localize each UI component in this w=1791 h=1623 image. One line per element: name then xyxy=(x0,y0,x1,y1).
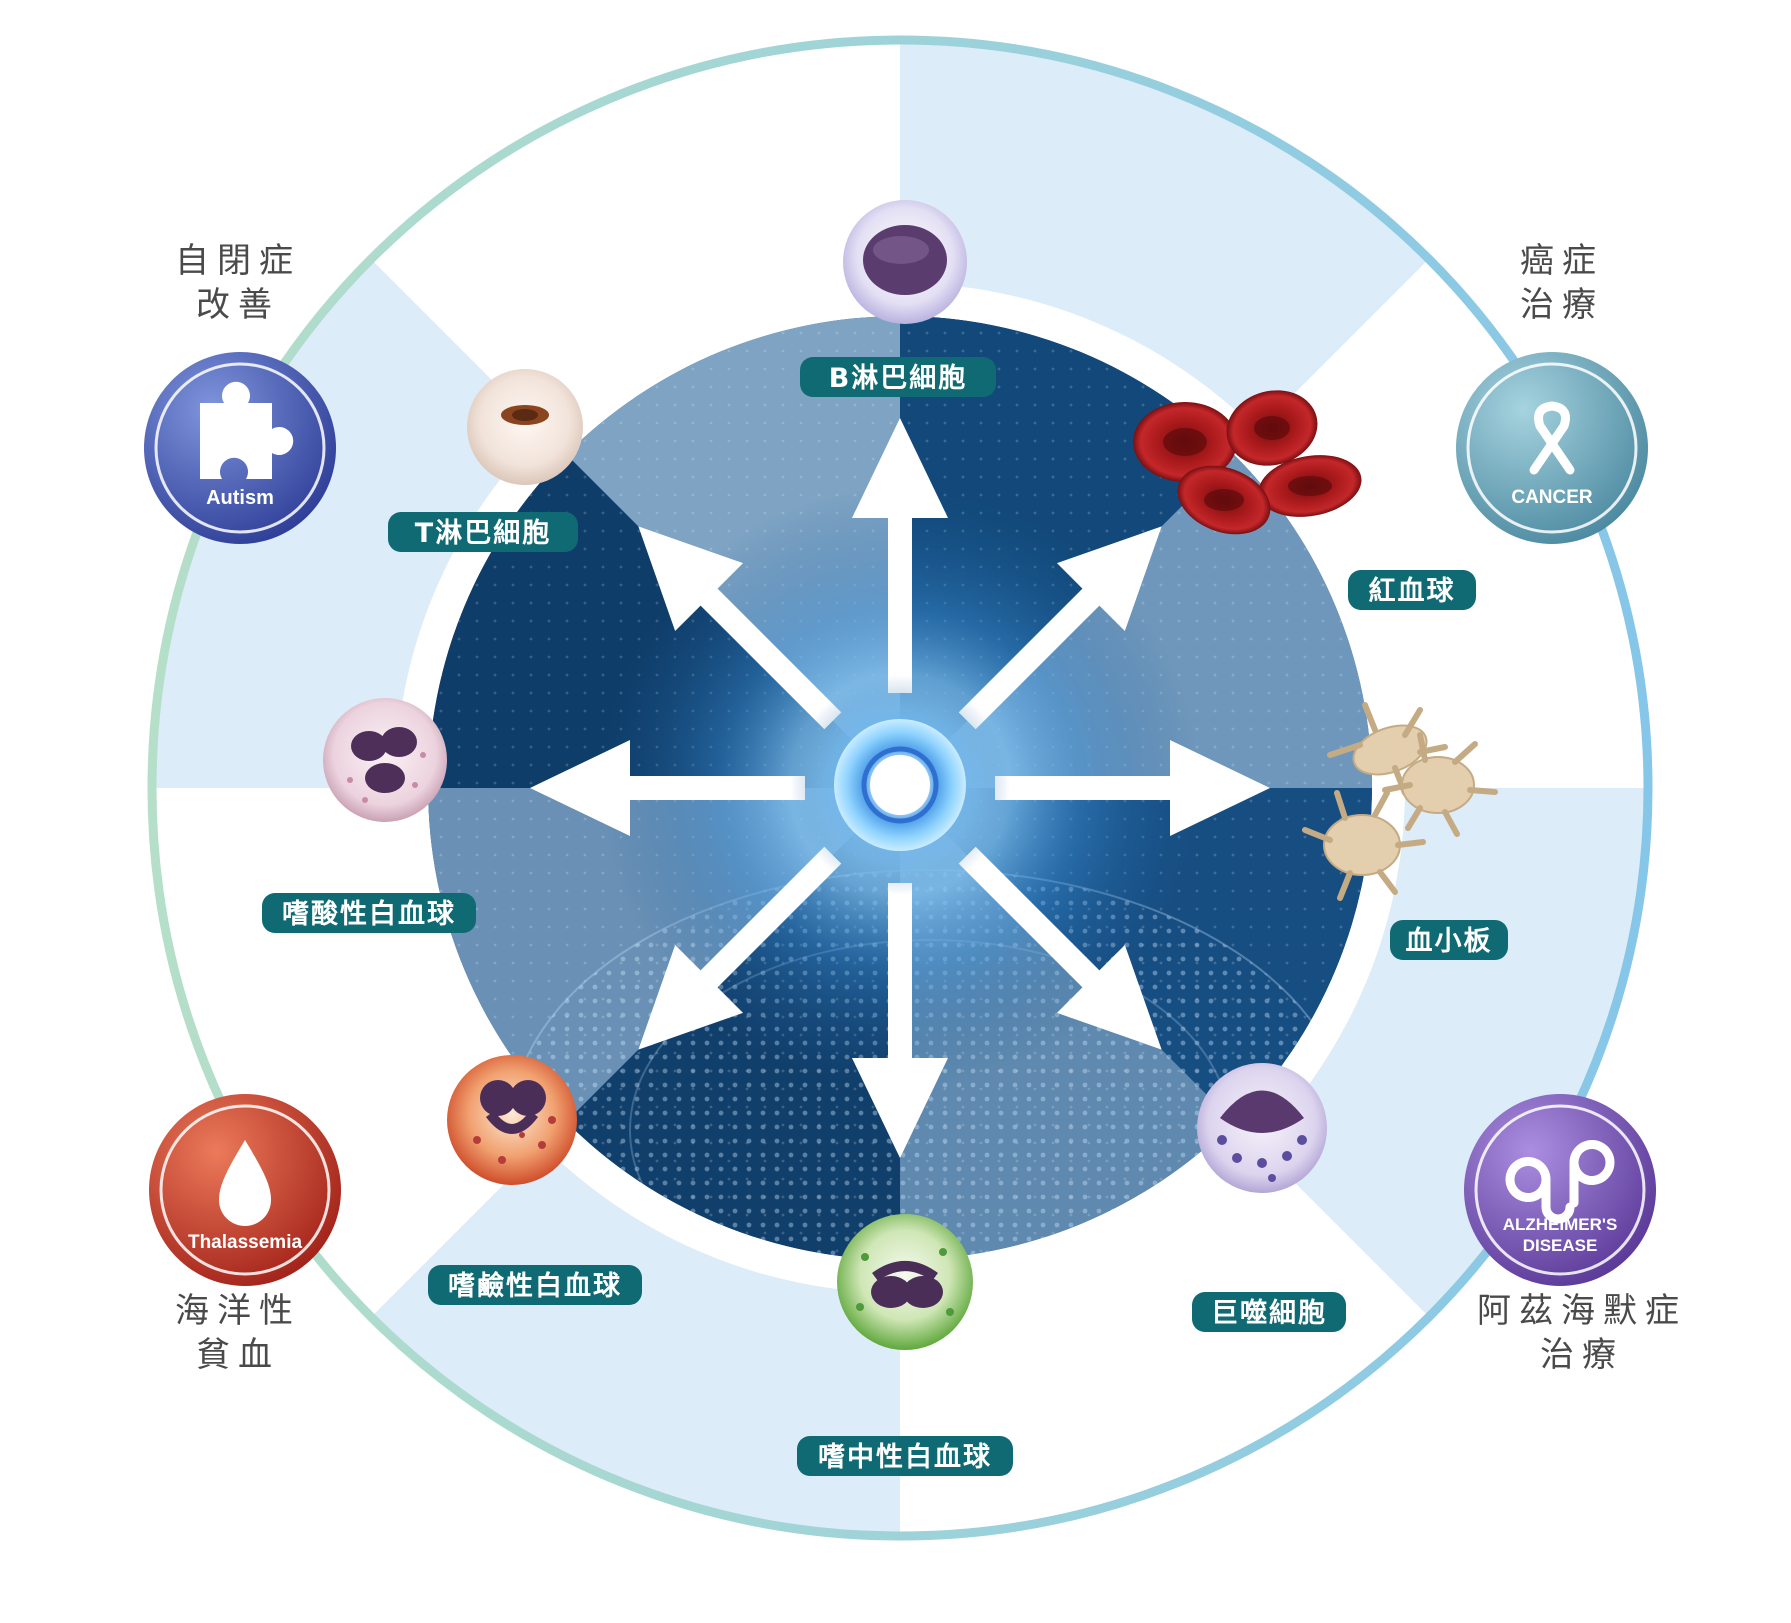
alzheimer-caption-line1: 阿茲海默症 xyxy=(1477,1291,1687,1331)
differentiation-arrows xyxy=(530,418,1270,1158)
alzheimer-badge-text-line2: DISEASE xyxy=(1523,1236,1598,1255)
brain-icon xyxy=(1505,1140,1615,1224)
cancer-badge-text: CANCER xyxy=(1511,487,1593,508)
thalassemia-caption-line2: 貧血 xyxy=(196,1335,280,1375)
neutrophil-icon xyxy=(837,1214,973,1350)
alzheimer-badge: ALZHEIMER'S DISEASE xyxy=(1464,1094,1656,1286)
arrow-left xyxy=(530,740,805,836)
cell-label-platelet: 血小板 xyxy=(1390,920,1508,960)
stem-cell-icon xyxy=(790,675,1010,895)
cell-label-basophil-text: 嗜鹼性白血球 xyxy=(448,1270,622,1302)
cancer-caption-line1: 癌症 xyxy=(1520,241,1604,281)
cell-label-t-lymphocyte: T淋巴細胞 xyxy=(388,512,578,552)
macrophage-icon xyxy=(1197,1063,1327,1193)
cell-label-t-lymphocyte-text: T淋巴細胞 xyxy=(415,518,551,549)
arrow-up-left xyxy=(638,526,842,730)
arrow-up-right xyxy=(958,526,1162,730)
thalassemia-badge-text: Thalassemia xyxy=(188,1232,302,1253)
cell-label-b-lymphocyte-text: B淋巴細胞 xyxy=(829,363,968,394)
autism-caption-line1: 自閉症 xyxy=(175,241,301,281)
cell-label-red-blood-cell-text: 紅血球 xyxy=(1369,576,1456,607)
alzheimer-caption-line2: 治療 xyxy=(1540,1335,1624,1375)
cell-label-eosinophil-text: 嗜酸性白血球 xyxy=(282,898,456,930)
outer-ring xyxy=(147,35,1653,1541)
arrow-down-right xyxy=(958,846,1162,1050)
cell-label-neutrophil: 嗜中性白血球 xyxy=(797,1436,1013,1476)
thalassemia-caption-line1: 海洋性 xyxy=(175,1291,301,1331)
autism-badge-text: Autism xyxy=(206,487,274,509)
cell-label-platelet-text: 血小板 xyxy=(1406,926,1493,957)
cell-label-eosinophil: 嗜酸性白血球 xyxy=(262,893,476,933)
arrow-up xyxy=(852,418,948,693)
cell-label-neutrophil-text: 嗜中性白血球 xyxy=(818,1441,992,1473)
red-blood-cell-icon xyxy=(1133,390,1362,535)
alzheimer-badge-text-line1: ALZHEIMER'S xyxy=(1503,1215,1618,1234)
puzzle-icon xyxy=(200,381,294,479)
autism-caption-line2: 改善 xyxy=(196,285,280,325)
arrow-down xyxy=(852,883,948,1158)
cell-label-macrophage-text: 巨噬細胞 xyxy=(1211,1298,1327,1329)
arrow-right xyxy=(995,740,1270,836)
platelet-icon xyxy=(1302,702,1498,901)
basophil-icon xyxy=(447,1055,577,1185)
blood-drop-icon xyxy=(219,1140,271,1226)
eosinophil-icon xyxy=(323,698,447,822)
thalassemia-badge: Thalassemia xyxy=(149,1094,341,1286)
cell-label-b-lymphocyte: B淋巴細胞 xyxy=(800,357,996,397)
cell-label-basophil: 嗜鹼性白血球 xyxy=(428,1265,642,1305)
arrow-down-left xyxy=(638,846,842,1050)
b-lymphocyte-icon xyxy=(843,200,967,324)
cell-label-macrophage: 巨噬細胞 xyxy=(1192,1292,1346,1332)
ribbon-icon xyxy=(1529,401,1575,475)
cancer-badge: CANCER xyxy=(1456,352,1648,544)
autism-badge: Autism xyxy=(144,352,336,544)
t-lymphocyte-icon xyxy=(467,369,583,485)
cell-label-red-blood-cell: 紅血球 xyxy=(1348,570,1476,610)
cancer-caption-line2: 治療 xyxy=(1520,285,1604,325)
